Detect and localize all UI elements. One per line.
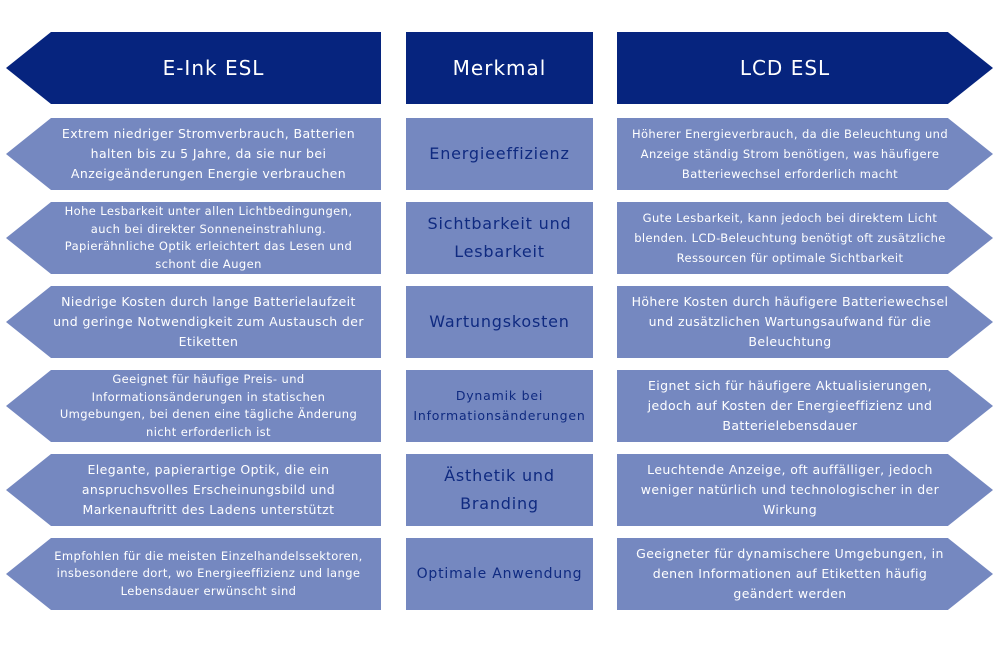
lcd-cell-energy: Höherer Energieverbrauch, da die Beleuch… <box>617 118 993 190</box>
header-feature-label: Merkmal <box>452 56 547 80</box>
lcd-cell-application: Geeigneter für dynamischere Umgebungen, … <box>617 538 993 610</box>
eink-cell-dynamics: Geeignet für häufige Preis- und Informat… <box>6 370 381 442</box>
eink-cell-visibility: Hohe Lesbarkeit unter allen Lichtbedingu… <box>6 202 381 274</box>
header-lcd-label: LCD ESL <box>739 56 831 80</box>
header-lcd: LCD ESL <box>617 32 993 104</box>
eink-cell-aesthetics: Elegante, papierartige Optik, die ein an… <box>6 454 381 526</box>
lcd-cell-aesthetics: Leuchtende Anzeige, oft auffälliger, jed… <box>617 454 993 526</box>
lcd-cell-maintenance: Höhere Kosten durch häufigere Batteriewe… <box>617 286 993 358</box>
header-eink: E-Ink ESL <box>6 32 381 104</box>
feature-visibility: Sichtbarkeit und Lesbarkeit <box>406 202 593 274</box>
lcd-cell-visibility: Gute Lesbarkeit, kann jedoch bei direkte… <box>617 202 993 274</box>
lcd-cell-dynamics: Eignet sich für häufigere Aktualisierung… <box>617 370 993 442</box>
feature-dynamics: Dynamik bei Informationsänderungen <box>406 370 593 442</box>
header-eink-label: E-Ink ESL <box>162 56 265 80</box>
feature-application: Optimale Anwendung <box>406 538 593 610</box>
feature-energy: Energieeffizienz <box>406 118 593 190</box>
feature-aesthetics: Ästhetik und Branding <box>406 454 593 526</box>
eink-cell-application: Empfohlen für die meisten Einzelhandelss… <box>6 538 381 610</box>
header-feature: Merkmal <box>406 32 593 104</box>
feature-maintenance: Wartungskosten <box>406 286 593 358</box>
eink-cell-energy: Extrem niedriger Stromverbrauch, Batteri… <box>6 118 381 190</box>
eink-cell-maintenance: Niedrige Kosten durch lange Batterielauf… <box>6 286 381 358</box>
